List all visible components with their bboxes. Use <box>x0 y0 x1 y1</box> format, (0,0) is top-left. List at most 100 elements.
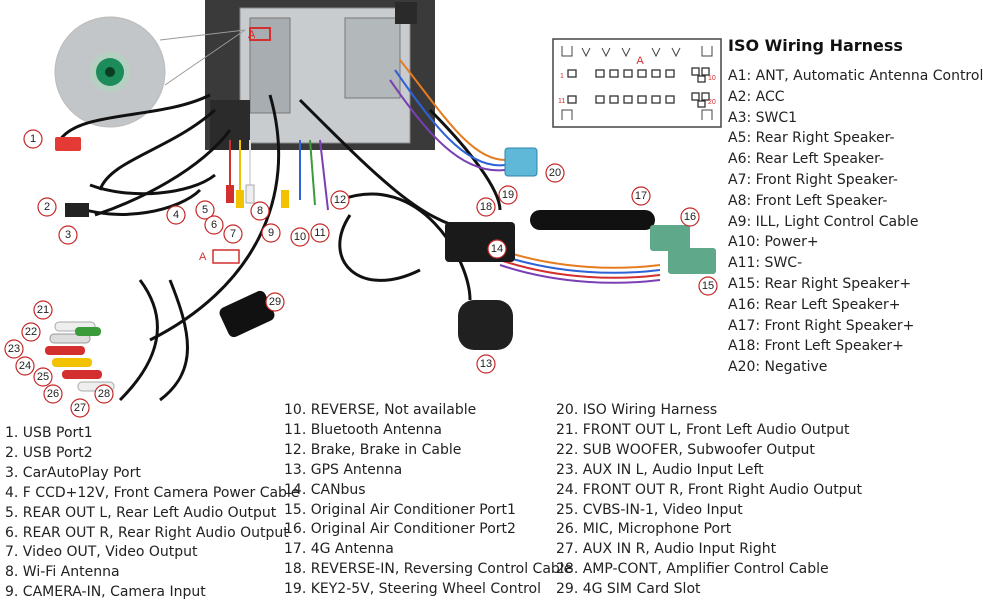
usb-port1-plug <box>55 137 81 151</box>
iso-pin-item: A15: Rear Right Speaker+ <box>728 275 912 292</box>
callout-20: 20 <box>545 163 565 183</box>
gps-antenna <box>458 300 513 350</box>
canbus-box <box>445 222 515 262</box>
svg-text:18: 18 <box>480 201 492 213</box>
iso-pin-item: A17: Front Right Speaker+ <box>728 317 915 334</box>
legend-item: 19. KEY2-5V, Steering Wheel Control <box>284 581 541 598</box>
unit-marker-box <box>249 27 271 41</box>
iso-pin-item: A20: Negative <box>728 359 828 376</box>
svg-text:2: 2 <box>44 201 50 213</box>
legend-item: 2. USB Port2 <box>5 444 93 461</box>
svg-text:22: 22 <box>25 326 37 338</box>
iso-pin-item: A9: ILL, Light Control Cable <box>728 213 919 230</box>
marker-a-label: A <box>199 251 207 263</box>
legend-item: 8. Wi-Fi Antenna <box>5 564 120 581</box>
sim-slot-box <box>219 290 275 338</box>
legend-column-1: 1. USB Port1 2. USB Port2 3. CarAutoPlay… <box>5 424 299 603</box>
legend-item: 10. REVERSE, Not available <box>284 402 477 418</box>
iso-blue-connector <box>504 147 538 177</box>
pin-label-10: 10 <box>708 75 716 82</box>
callout-8: 8 <box>250 201 270 221</box>
legend-item: 1. USB Port1 <box>5 425 93 441</box>
svg-text:27: 27 <box>74 402 86 414</box>
callout-16: 16 <box>680 207 700 227</box>
callout-13: 13 <box>476 354 496 374</box>
callout-25: 25 <box>33 367 53 387</box>
legend-item: 25. CVBS-IN-1, Video Input <box>556 501 743 518</box>
legend-item: 7. Video OUT, Video Output <box>5 544 198 561</box>
zoom-inset <box>54 16 246 128</box>
iso-pin-item: A16: Rear Left Speaker+ <box>728 296 901 313</box>
iso-pin-item: A2: ACC <box>728 88 785 105</box>
ac-connector-1 <box>650 225 690 251</box>
callout-12: 12 <box>330 190 350 210</box>
callout-3: 3 <box>58 225 78 245</box>
iso-pin-item: A18: Front Left Speaker+ <box>728 338 904 355</box>
svg-text:10: 10 <box>294 231 306 243</box>
legend-item: 11. Bluetooth Antenna <box>284 421 443 438</box>
callout-17: 17 <box>631 186 651 206</box>
callout-6: 6 <box>204 215 224 235</box>
callout-18: 18 <box>476 197 496 217</box>
callout-24: 24 <box>15 356 35 376</box>
callout-7: 7 <box>223 224 243 244</box>
legend-item: 3. CarAutoPlay Port <box>5 464 141 481</box>
legend-item: 12. Brake, Brake in Cable <box>284 441 462 458</box>
svg-text:11: 11 <box>314 227 325 239</box>
iso-pin-item: A10: Power+ <box>728 234 819 251</box>
iso-pin-item: A8: Front Left Speaker- <box>728 192 888 209</box>
pin-label-20: 20 <box>708 99 716 106</box>
callout-27: 27 <box>70 398 90 418</box>
callout-23: 23 <box>4 339 24 359</box>
legend-item: 4. F CCD+12V, Front Camera Power Cable <box>5 484 300 501</box>
iso-connector-diagram: A 1 10 11 20 <box>552 38 722 128</box>
svg-text:23: 23 <box>8 343 20 355</box>
legend-item: 26. MIC, Microphone Port <box>556 521 732 538</box>
legend-item: 27. AUX IN R, Audio Input Right <box>556 541 777 558</box>
svg-text:26: 26 <box>47 388 59 400</box>
svg-text:4: 4 <box>173 209 179 221</box>
legend-column-3: 20. ISO Wiring Harness 21. FRONT OUT L, … <box>556 401 862 600</box>
legend-item: 28. AMP-CONT, Amplifier Control Cable <box>556 561 829 578</box>
legend-column-2: 10. REVERSE, Not available 11. Bluetooth… <box>284 401 572 600</box>
callout-10: 10 <box>290 227 310 247</box>
callout-22: 22 <box>21 322 41 342</box>
legend-item: 13. GPS Antenna <box>284 461 403 478</box>
svg-text:9: 9 <box>268 227 274 239</box>
svg-text:1: 1 <box>30 133 36 145</box>
svg-text:3: 3 <box>65 229 71 241</box>
callout-11: 11 <box>310 223 330 243</box>
callout-26: 26 <box>43 384 63 404</box>
svg-text:16: 16 <box>684 211 696 223</box>
callout-14: 14 <box>487 239 507 259</box>
connector-marker-label: A <box>636 55 644 67</box>
svg-text:6: 6 <box>211 219 217 231</box>
svg-text:8: 8 <box>257 205 263 217</box>
iso-pin-item: A11: SWC- <box>728 255 803 272</box>
callouts: 1 2 3 4 5 6 7 8 9 10 11 12 13 14 15 16 1… <box>4 129 718 418</box>
callout-2: 2 <box>37 197 57 217</box>
legend-item: 21. FRONT OUT L, Front Left Audio Output <box>556 421 850 438</box>
iso-pin-list: A1: ANT, Automatic Antenna Control A2: A… <box>728 66 983 378</box>
legend-item: 17. 4G Antenna <box>284 541 394 558</box>
callout-19: 19 <box>498 185 518 205</box>
marker-a-box <box>212 249 240 264</box>
svg-text:19: 19 <box>502 189 514 201</box>
legend-item: 29. 4G SIM Card Slot <box>556 581 701 598</box>
legend-item: 14. CANbus <box>284 481 366 498</box>
legend-item: 20. ISO Wiring Harness <box>556 402 718 418</box>
svg-text:21: 21 <box>37 304 49 316</box>
callout-5: 5 <box>195 200 215 220</box>
svg-text:20: 20 <box>549 167 561 179</box>
legend-item: 6. REAR OUT R, Rear Right Audio Output <box>5 524 289 541</box>
legend-item: 24. FRONT OUT R, Front Right Audio Outpu… <box>556 481 862 498</box>
svg-text:17: 17 <box>635 190 647 202</box>
pin-label-1: 1 <box>560 73 564 80</box>
wiring-photo: A <box>4 0 718 418</box>
callout-15: 15 <box>698 276 718 296</box>
usb-port2-plug <box>65 203 89 217</box>
colored-wires <box>229 59 661 284</box>
unit-marker-label: A <box>248 29 256 41</box>
legend-item: 9. CAMERA-IN, Camera Input <box>5 584 206 601</box>
ac-connector-2 <box>668 248 716 274</box>
